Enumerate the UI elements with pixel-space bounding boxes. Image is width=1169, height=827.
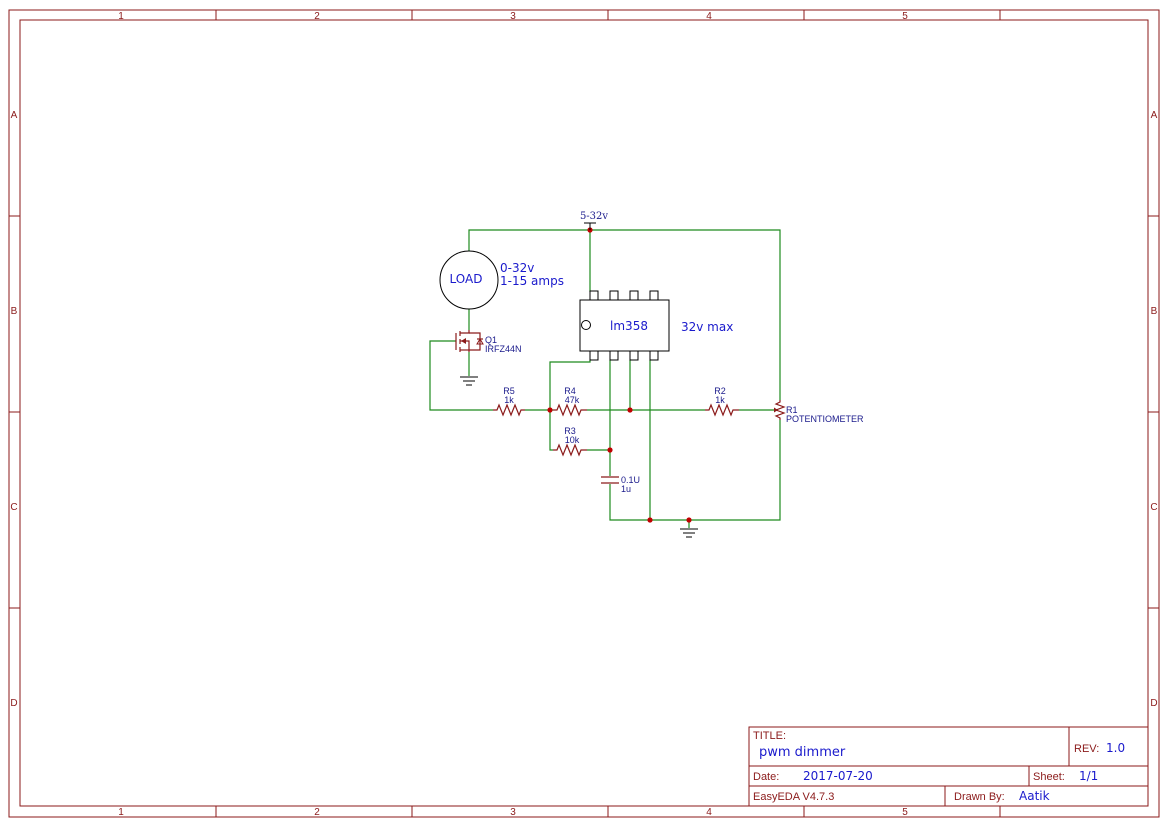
ic-lm358[interactable]: lm358 32v max	[579, 290, 733, 361]
junction-dot	[607, 447, 613, 453]
r3-designator: R3	[564, 426, 576, 436]
ic-pin1-wire	[549, 360, 591, 451]
row-label-left: A	[11, 110, 18, 121]
inner-border	[19, 19, 1149, 807]
load-lamp[interactable]: LOAD 0-32v 1-15 amps	[439, 250, 564, 310]
q1-designator: Q1	[485, 335, 497, 345]
ic-pin	[589, 350, 599, 361]
outer-border	[8, 9, 1160, 818]
wiper-arrow-icon	[774, 407, 778, 413]
r5-designator: R5	[503, 386, 515, 396]
column-label-bottom: 3	[510, 807, 516, 818]
ic-pin	[649, 290, 659, 301]
ground-symbol-rail	[680, 528, 698, 538]
ic-pin	[649, 350, 659, 361]
mosfet-arrow-icon	[461, 338, 466, 344]
column-label-top: 1	[118, 11, 124, 22]
r2-designator: R2	[714, 386, 726, 396]
c1-value-top: 0.1U	[621, 475, 640, 485]
ground-rail-wire	[609, 420, 781, 521]
column-label-bottom: 1	[118, 807, 124, 818]
column-label-bottom: 4	[706, 807, 712, 818]
r4-value: 47k	[565, 395, 580, 405]
load-label: LOAD	[450, 272, 483, 286]
resistor-zigzag-icon	[705, 403, 739, 417]
drawn-by-value: Aatik	[1019, 789, 1050, 803]
junction-dot	[686, 517, 692, 523]
software-label: EasyEDA V4.7.3	[753, 791, 834, 803]
capacitor-c1[interactable]: 0.1U 1u	[601, 475, 640, 494]
potentiometer-r1[interactable]: R1 POTENTIOMETER	[774, 400, 864, 424]
mosfet-body-diode-wire	[469, 332, 481, 351]
resistor-r4[interactable]: R4 47k	[553, 386, 587, 417]
ic-pin	[589, 290, 599, 301]
body-diode-icon	[476, 338, 484, 345]
rev-value: 1.0	[1106, 741, 1125, 755]
title-block: TITLE: pwm dimmer REV: 1.0 Date: 2017-07…	[748, 726, 1149, 807]
r1-designator: R1	[786, 405, 798, 415]
column-label-top: 3	[510, 11, 516, 22]
row-label-right: B	[1151, 306, 1158, 317]
title-label: TITLE:	[753, 730, 786, 742]
date-label: Date:	[753, 771, 779, 783]
row-label-right: D	[1150, 698, 1157, 709]
column-label-top: 4	[706, 11, 712, 22]
ic-note: 32v max	[681, 320, 733, 334]
date-value: 2017-07-20	[803, 769, 873, 783]
r1-part: POTENTIOMETER	[786, 414, 864, 424]
resistor-zigzag-icon	[493, 403, 525, 417]
sheet-value: 1/1	[1079, 769, 1098, 783]
ic-body	[579, 299, 670, 352]
ic-pin	[609, 290, 619, 301]
ground-symbol-mosfet	[460, 376, 478, 386]
mosfet-q1[interactable]: Q1 IRFZ44N	[455, 330, 522, 354]
wires	[429, 229, 781, 528]
column-label-top: 5	[902, 11, 908, 22]
load-current: 1-15 amps	[500, 274, 564, 288]
resistor-r2[interactable]: R2 1k	[705, 386, 739, 417]
ic-pin	[609, 350, 619, 361]
resistor-zigzag-icon	[553, 403, 587, 417]
supply-net-label: 5-32v	[580, 211, 608, 230]
row-label-right: C	[1150, 502, 1157, 513]
rev-label: REV:	[1074, 743, 1099, 755]
junctions	[547, 227, 692, 523]
ic-pin	[629, 350, 639, 361]
row-label-left: C	[10, 502, 17, 513]
c1-value-bottom: 1u	[621, 484, 631, 494]
supply-rail-wire	[468, 229, 781, 400]
load-circle	[439, 250, 499, 310]
junction-dot	[627, 407, 633, 413]
junction-dot	[647, 517, 653, 523]
r3-value: 10k	[565, 435, 580, 445]
q1-part: IRFZ44N	[485, 344, 522, 354]
sheet-frame: 1 2 3 4 5 1 2 3 4 5 A B C D A B C D	[8, 9, 1160, 818]
row-label-left: B	[11, 306, 18, 317]
ic-pin1-marker-icon	[581, 320, 591, 330]
drawn-by-label: Drawn By:	[954, 791, 1005, 803]
sheet-label: Sheet:	[1033, 771, 1065, 783]
resistor-r3[interactable]: R3 10k	[553, 426, 587, 457]
row-label-right: A	[1151, 110, 1158, 121]
mosfet-drain	[460, 330, 470, 334]
gate-wire	[429, 340, 493, 411]
row-label-left: D	[10, 698, 17, 709]
resistor-zigzag-icon	[553, 443, 587, 457]
junction-dot	[547, 407, 553, 413]
ic-part-label: lm358	[610, 319, 648, 333]
supply-label: 5-32v	[580, 211, 608, 222]
r2-value: 1k	[715, 395, 725, 405]
column-label-bottom: 5	[902, 807, 908, 818]
resistor-r5[interactable]: R5 1k	[493, 386, 525, 417]
ic-pin	[629, 290, 639, 301]
column-label-bottom: 2	[314, 807, 320, 818]
r5-value: 1k	[504, 395, 514, 405]
load-voltage: 0-32v	[500, 261, 534, 275]
r4-designator: R4	[564, 386, 576, 396]
title-value: pwm dimmer	[759, 745, 846, 760]
column-label-top: 2	[314, 11, 320, 22]
